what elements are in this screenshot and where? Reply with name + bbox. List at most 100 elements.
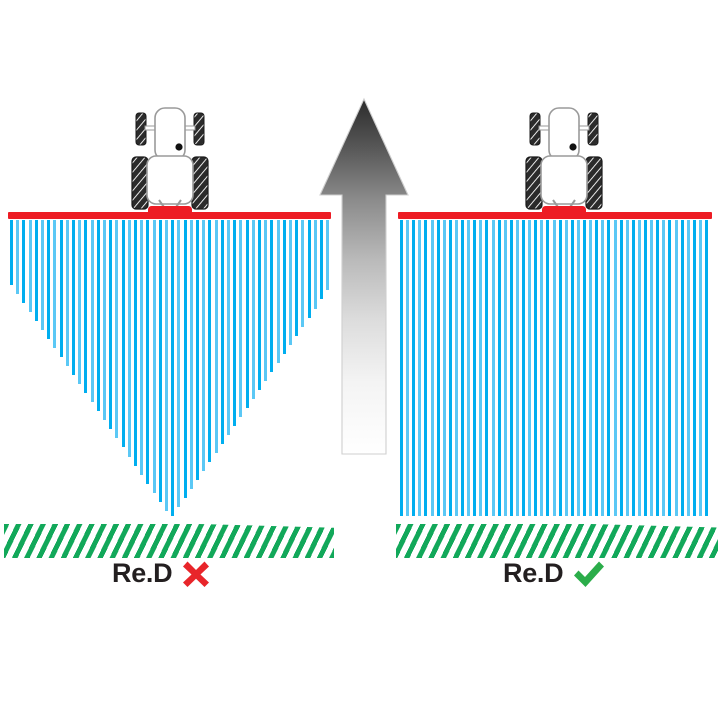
infiltration-line bbox=[233, 220, 237, 426]
infiltration-line bbox=[509, 220, 513, 516]
infiltration-line bbox=[65, 220, 69, 367]
infiltration-line bbox=[127, 220, 131, 457]
infiltration-line bbox=[595, 220, 599, 516]
infiltration-line bbox=[84, 220, 88, 394]
infiltration-line bbox=[589, 220, 593, 516]
caption-right: Re.D bbox=[503, 558, 606, 589]
infiltration-line bbox=[34, 220, 38, 322]
infiltration-line bbox=[473, 220, 477, 516]
infiltration-line bbox=[418, 220, 422, 516]
infiltration-line bbox=[662, 220, 666, 516]
infiltration-line bbox=[400, 220, 403, 516]
infiltration-line bbox=[140, 220, 144, 475]
infiltration-line bbox=[146, 220, 150, 484]
infiltration-line bbox=[522, 220, 525, 516]
infiltration-line bbox=[289, 220, 292, 345]
infiltration-line bbox=[251, 220, 255, 399]
infiltration-line bbox=[47, 220, 51, 340]
infiltration-line bbox=[698, 220, 702, 516]
upward-gradient-arrow bbox=[316, 96, 412, 456]
infiltration-line bbox=[436, 220, 440, 516]
infiltration-line bbox=[121, 220, 125, 448]
infiltration-line bbox=[301, 220, 305, 327]
infiltration-line bbox=[245, 220, 249, 408]
infiltration-line bbox=[59, 220, 63, 358]
infiltration-line bbox=[692, 220, 696, 516]
infiltration-line bbox=[601, 220, 605, 516]
infiltration-line bbox=[564, 220, 568, 516]
infiltration-line bbox=[115, 220, 119, 439]
caption-right-text: Re.D bbox=[503, 558, 564, 588]
infiltration-line bbox=[103, 220, 106, 421]
infiltration-line bbox=[448, 220, 452, 516]
infiltration-line bbox=[613, 220, 617, 516]
panel-no-restrictive-layer: Re.D bbox=[390, 0, 720, 720]
infiltration-line bbox=[656, 220, 660, 516]
infiltration-line bbox=[650, 220, 654, 516]
infiltration-line bbox=[552, 220, 556, 516]
tractor-right bbox=[516, 100, 612, 220]
infiltration-line bbox=[220, 220, 224, 444]
infiltration-line bbox=[644, 220, 647, 516]
infiltration-line bbox=[631, 220, 635, 516]
infiltration-line bbox=[158, 220, 162, 502]
infiltration-line bbox=[165, 220, 168, 511]
infiltration-line bbox=[28, 220, 32, 312]
infiltration-line bbox=[183, 220, 187, 499]
red-cross-mark bbox=[181, 559, 211, 589]
infiltration-line bbox=[546, 220, 550, 516]
infiltration-line bbox=[307, 220, 311, 318]
infiltration-line bbox=[270, 220, 274, 372]
infiltration-line bbox=[705, 220, 708, 516]
infiltration-line bbox=[320, 220, 323, 300]
infiltration-line bbox=[454, 220, 458, 516]
infiltration-line bbox=[637, 220, 641, 516]
caption-left: Re.D bbox=[112, 558, 211, 589]
infiltration-line bbox=[674, 220, 678, 516]
infiltration-line bbox=[239, 220, 243, 417]
hatch-pattern bbox=[4, 524, 334, 558]
infiltration-line bbox=[461, 220, 464, 516]
infiltration-line bbox=[53, 220, 57, 349]
infiltration-line bbox=[214, 220, 218, 454]
infiltration-line bbox=[276, 220, 280, 363]
infiltration-line bbox=[90, 220, 94, 403]
infiltration-line bbox=[16, 220, 20, 294]
infiltration-line bbox=[189, 220, 193, 490]
subsoil-hatch-band-right bbox=[396, 524, 718, 558]
infiltration-line bbox=[134, 220, 137, 466]
infiltration-line bbox=[485, 220, 489, 516]
infiltration-line bbox=[313, 220, 317, 309]
infiltration-line bbox=[583, 220, 586, 516]
infiltration-line bbox=[326, 220, 330, 291]
hatch-pattern bbox=[396, 524, 718, 558]
infiltration-line bbox=[171, 220, 175, 517]
infiltration-line bbox=[96, 220, 100, 412]
infiltration-line bbox=[607, 220, 611, 516]
infiltration-line bbox=[10, 220, 13, 285]
tractor-left bbox=[122, 100, 218, 220]
green-check-mark bbox=[572, 559, 606, 589]
infiltration-line bbox=[668, 220, 672, 516]
infiltration-line bbox=[625, 220, 629, 516]
infiltration-line bbox=[686, 220, 690, 516]
infiltration-line bbox=[412, 220, 416, 516]
infiltration-line bbox=[442, 220, 446, 516]
infiltration-line bbox=[227, 220, 230, 435]
infiltration-line bbox=[208, 220, 212, 463]
infiltration-line bbox=[534, 220, 538, 516]
infiltration-line bbox=[515, 220, 519, 516]
caption-left-text: Re.D bbox=[112, 558, 173, 588]
infiltration-line bbox=[540, 220, 544, 516]
infiltration-line bbox=[424, 220, 428, 516]
infiltration-line bbox=[41, 220, 44, 331]
panel-restrictive-layer: Re.D bbox=[0, 0, 345, 720]
infiltration-line bbox=[576, 220, 580, 516]
infiltration-line bbox=[152, 220, 156, 493]
infiltration-line bbox=[109, 220, 113, 430]
infiltration-line bbox=[503, 220, 507, 516]
infiltration-line bbox=[479, 220, 483, 516]
infiltration-line bbox=[619, 220, 623, 516]
infiltration-line bbox=[570, 220, 574, 516]
